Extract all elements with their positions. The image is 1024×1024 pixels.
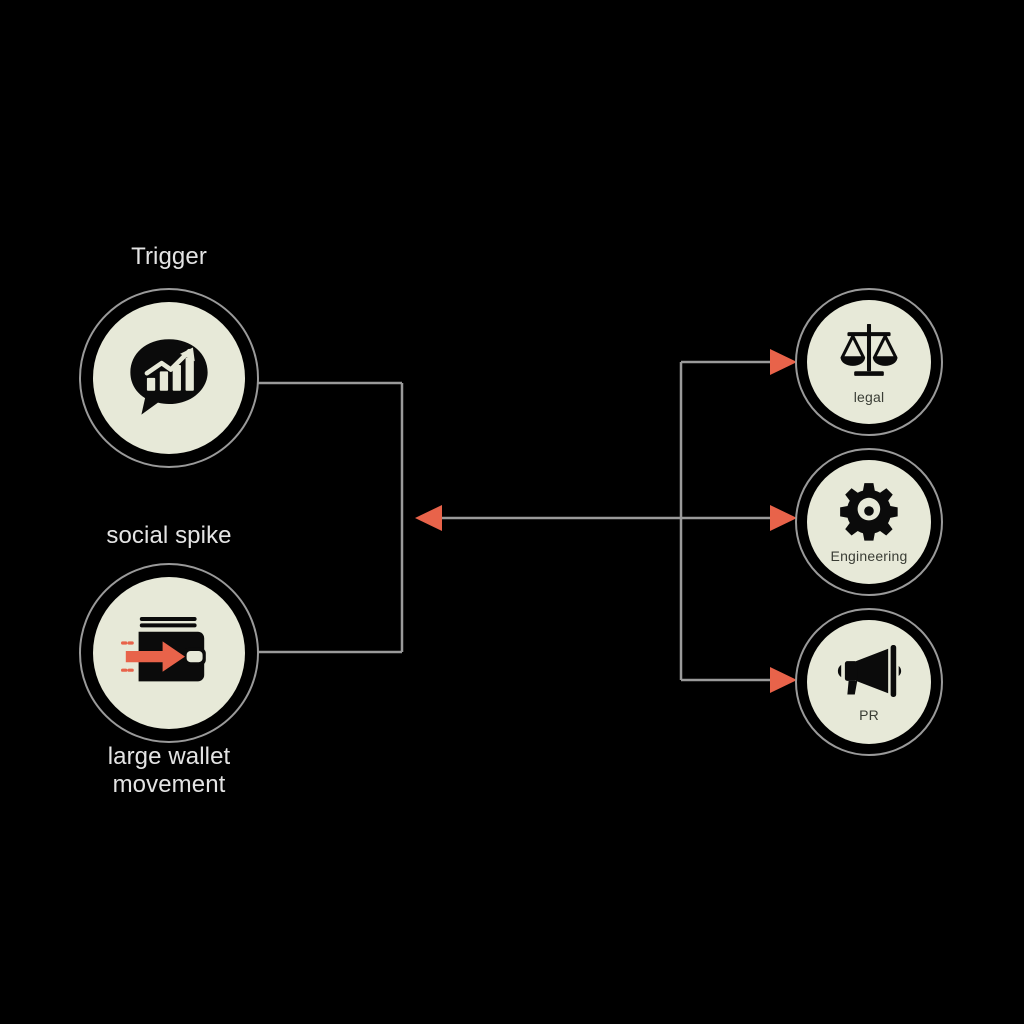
label-social-spike: social spike — [106, 522, 232, 549]
speech-bubble-growth-chart-icon — [123, 330, 215, 427]
node-ring — [795, 288, 943, 436]
arrowhead-left-center — [415, 505, 442, 531]
arrowhead-right-legal — [770, 349, 797, 375]
node-ring — [795, 608, 943, 756]
edge-right-bracket — [679, 349, 797, 693]
megaphone-icon — [835, 642, 903, 705]
edge-left-bracket — [258, 381, 404, 654]
node-ring — [795, 448, 943, 596]
gear-icon — [839, 481, 899, 546]
node-disc: PR — [807, 620, 931, 744]
node-ring — [79, 563, 259, 743]
arrowhead-right-pr — [770, 667, 797, 693]
node-disc: legal — [807, 300, 931, 424]
node-disc — [93, 302, 245, 454]
node-large-wallet-movement[interactable] — [79, 563, 259, 743]
node-label-pr: PR — [859, 707, 879, 723]
node-pr[interactable]: PR — [795, 608, 943, 756]
node-legal[interactable]: legal — [795, 288, 943, 436]
node-engineering[interactable]: Engineering — [795, 448, 943, 596]
label-trigger: Trigger — [131, 243, 207, 270]
node-label-legal: legal — [853, 389, 885, 405]
arrowhead-right-engineering — [770, 505, 797, 531]
node-trigger[interactable] — [79, 288, 259, 468]
node-disc: Engineering — [807, 460, 931, 584]
node-disc — [93, 577, 245, 729]
scales-of-justice-icon — [835, 320, 903, 387]
edge-center-return — [415, 505, 681, 531]
node-label-engineering: Engineering — [830, 548, 908, 564]
wallet-inbound-arrow-icon — [121, 610, 217, 697]
node-ring — [79, 288, 259, 468]
label-large-wallet-movement: large wallet movement — [107, 743, 231, 798]
